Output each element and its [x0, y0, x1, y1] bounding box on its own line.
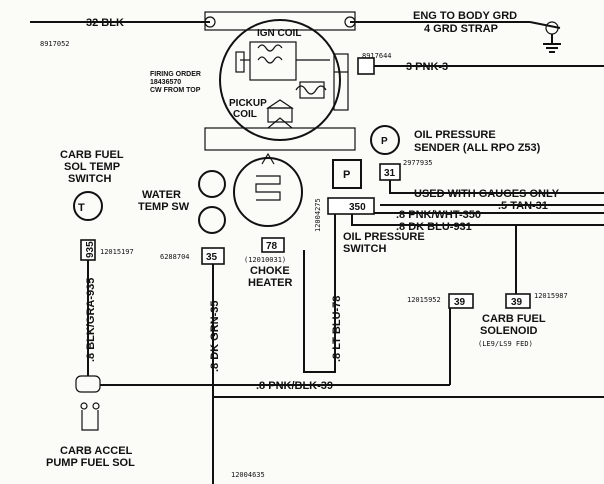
wire-label-pnk-wht-350: .8 PNK/WHT-350: [396, 209, 481, 221]
pickup-rotor: [266, 99, 294, 109]
firing-order-3: CW FROM TOP: [150, 87, 201, 94]
choke-arrow: [261, 152, 275, 165]
carb-accel-label-2: PUMP FUEL SOL: [46, 457, 135, 469]
water-temp-switch-1: [198, 170, 226, 198]
pickup-coil-winding: [295, 85, 327, 95]
coil-winding-1: [257, 44, 283, 52]
pn-12010031: (12010031): [244, 256, 286, 264]
cap-terminal-right: [344, 16, 356, 28]
choke-heater-icon: [233, 157, 303, 227]
pn-6288704: 6288704: [160, 253, 190, 261]
circuit-35-label: 35: [206, 252, 218, 263]
circuit-box-39-a: [448, 293, 474, 309]
pn-8917644: 8917644: [362, 52, 392, 60]
oil-pressure-sender-label-1: OIL PRESSURE: [414, 129, 496, 141]
carb-fuel-sol-temp-switch-icon: [73, 191, 103, 221]
firing-order-2: 18436570: [150, 79, 181, 86]
carb-fuel-sol-temp-label-2: SOL TEMP: [64, 161, 120, 173]
wire-label-3-pnk: 3 PNK-3: [406, 61, 448, 73]
carb-accel-label-1: CARB ACCEL: [60, 445, 133, 457]
accel-connector: [75, 375, 101, 393]
eng-to-body-grd-label: ENG TO BODY GRD: [413, 10, 517, 22]
carb-fuel-solenoid-label-2: SOLENOID: [480, 325, 538, 337]
circuit-935-label: 935: [85, 241, 96, 258]
oil-pressure-sender-icon: [370, 125, 400, 155]
carb-fuel-solenoid-label-1: CARB FUEL: [482, 313, 546, 325]
pn-2977935: 2977935: [403, 159, 433, 167]
circuit-box-39-b: [505, 293, 531, 309]
coil-winding-2: [257, 56, 283, 64]
pink-3-connector: [357, 57, 375, 75]
pn-12015987: 12015987: [534, 292, 568, 300]
circuit-31-label: 31: [384, 168, 396, 179]
wire-label-pnk-blk-39: .8 PNK/BLK-39: [256, 380, 333, 392]
choke-heater-label-1: CHOKE: [250, 265, 290, 277]
choke-element: [255, 175, 281, 201]
carb-fuel-solenoid-label-3: (LE9/LS9 FED): [478, 340, 533, 348]
circuit-39b-label: 39: [511, 297, 523, 308]
pn-8917052: 8917052: [40, 40, 70, 48]
wire-label-dk-grn-35: .8 DK GRN-35: [209, 300, 221, 372]
pickup-label-1: PICKUP: [229, 98, 267, 109]
accel-terminal-2: [92, 402, 100, 410]
switch-p-glyph: P: [343, 169, 350, 181]
ign-coil-box: [249, 41, 297, 81]
circuit-78-label: 78: [266, 241, 278, 252]
circuit-box-78: [261, 237, 285, 253]
wire-lt-blu-78: [303, 214, 336, 373]
distributor-body: [219, 19, 341, 141]
sender-p-glyph: P: [381, 136, 388, 147]
grd-strap-label: 4 GRD STRAP: [424, 23, 498, 35]
module-box: [299, 81, 325, 99]
carb-fuel-sol-temp-label-1: CARB FUEL: [60, 149, 124, 161]
pickup-label-2: COIL: [233, 109, 257, 120]
distributor-side-connector: [333, 53, 349, 111]
pn-12004275: 12004275: [314, 198, 322, 232]
ground-lead: [529, 21, 561, 29]
pn-12015197: 12015197: [100, 248, 134, 256]
choke-heater-label-2: HEATER: [248, 277, 292, 289]
wire-gauges-only: [389, 180, 604, 194]
ign-coil-label: IGN COIL: [257, 28, 301, 39]
sol-temp-t-glyph: T: [78, 202, 85, 214]
pn-12004635: 12004635: [231, 471, 265, 479]
oil-pressure-switch-label-1: OIL PRESSURE: [343, 231, 425, 243]
water-temp-switch-2: [198, 206, 226, 234]
circuit-39a-label: 39: [454, 297, 466, 308]
circuit-350-label: 350: [349, 202, 366, 213]
cap-terminal-left: [204, 16, 216, 28]
coil-cap: [235, 51, 245, 73]
wire-label-32-blk: 32 BLK: [86, 17, 124, 29]
wire-label-blk-gra-935: .8 BLK/GRA-935: [85, 278, 97, 362]
used-with-gauges-label: USED WITH GAUGES ONLY: [414, 188, 560, 200]
wire-label-tan-31: .5 TAN-31: [498, 200, 548, 212]
pickup-magnet: [267, 107, 293, 123]
accel-solenoid-body: [81, 410, 99, 431]
firing-order-1: FIRING ORDER: [150, 71, 201, 78]
wire-label-dk-blu-931: .8 DK BLU-931: [396, 221, 472, 233]
water-temp-label-1: WATER: [142, 189, 181, 201]
oil-pressure-sender-label-2: SENDER (ALL RPO Z53): [414, 142, 541, 154]
terminal-arrow: [267, 117, 293, 129]
wire-label-lt-blu-78: .8 LT BLU-78: [331, 296, 343, 362]
oil-pressure-switch-icon: [332, 159, 362, 189]
pn-12015952: 12015952: [407, 296, 441, 304]
carb-fuel-sol-temp-label-3: SWITCH: [68, 173, 111, 185]
wire-dk-blu-931: [351, 214, 604, 226]
oil-pressure-switch-label-2: SWITCH: [343, 243, 386, 255]
water-temp-label-2: TEMP SW: [138, 201, 190, 213]
accel-terminal-1: [80, 402, 88, 410]
terminal-strip: [204, 127, 356, 151]
